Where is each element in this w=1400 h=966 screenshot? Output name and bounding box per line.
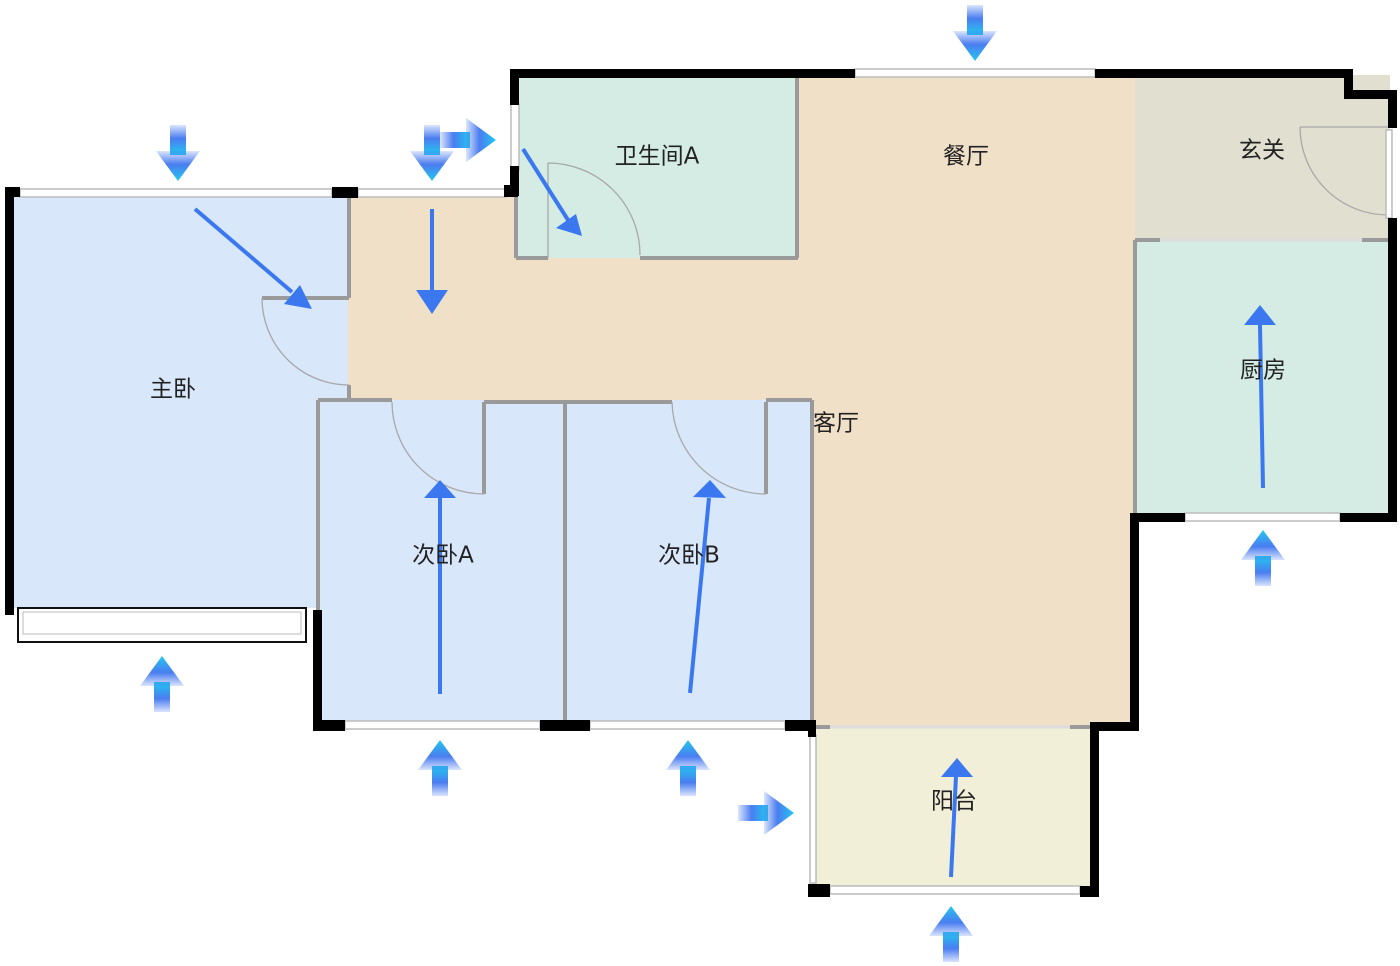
flow-arrow-icon [521, 147, 582, 236]
door-bedroom-a[interactable] [391, 401, 485, 495]
arrow-up-icon [1241, 530, 1285, 586]
flow-arrow-icon [416, 209, 448, 314]
door-bedroom-b[interactable] [671, 401, 767, 495]
label-dining-room: 餐厅 [943, 144, 989, 170]
flow-arrow-icon [941, 758, 973, 878]
label-master-bedroom: 主卧 [150, 377, 196, 403]
exterior-walls [5, 69, 1397, 897]
room-living-dining[interactable] [348, 75, 1135, 727]
label-bedroom-b: 次卧B [658, 543, 720, 569]
arrow-up-icon [140, 656, 184, 712]
arrow-down-icon [953, 5, 997, 61]
flow-arrow-icon [424, 480, 456, 694]
interior-walls [262, 75, 1390, 729]
label-balcony: 阳台 [931, 789, 977, 815]
flow-arrow-icon [193, 207, 312, 309]
door-entrance[interactable] [1299, 126, 1389, 216]
flow-arrow-icon [688, 480, 726, 694]
room-master-bedroom[interactable] [12, 193, 348, 608]
label-living-room: 客厅 [813, 411, 859, 437]
label-kitchen: 厨房 [1240, 358, 1286, 384]
label-bedroom-a: 次卧A [412, 543, 474, 569]
arrow-down-icon [156, 125, 200, 181]
room-entrance[interactable] [1135, 75, 1390, 240]
flow-arrow-icon [1244, 305, 1276, 489]
arrow-right-icon [738, 791, 794, 835]
arrow-up-icon [418, 740, 462, 796]
door-bathroom-a[interactable] [547, 162, 641, 258]
label-bathroom-a: 卫生间A [615, 144, 700, 170]
door-master-bedroom[interactable] [261, 297, 350, 386]
arrow-up-icon [929, 906, 973, 962]
flow-arrows [193, 147, 1276, 878]
label-entrance: 玄关 [1239, 138, 1285, 164]
arrow-up-icon [666, 740, 710, 796]
room-labels: 主卧 客厅 餐厅 卫生间A 玄关 厨房 次卧A 次卧B 阳台 [150, 138, 1286, 815]
doors [261, 126, 1389, 495]
